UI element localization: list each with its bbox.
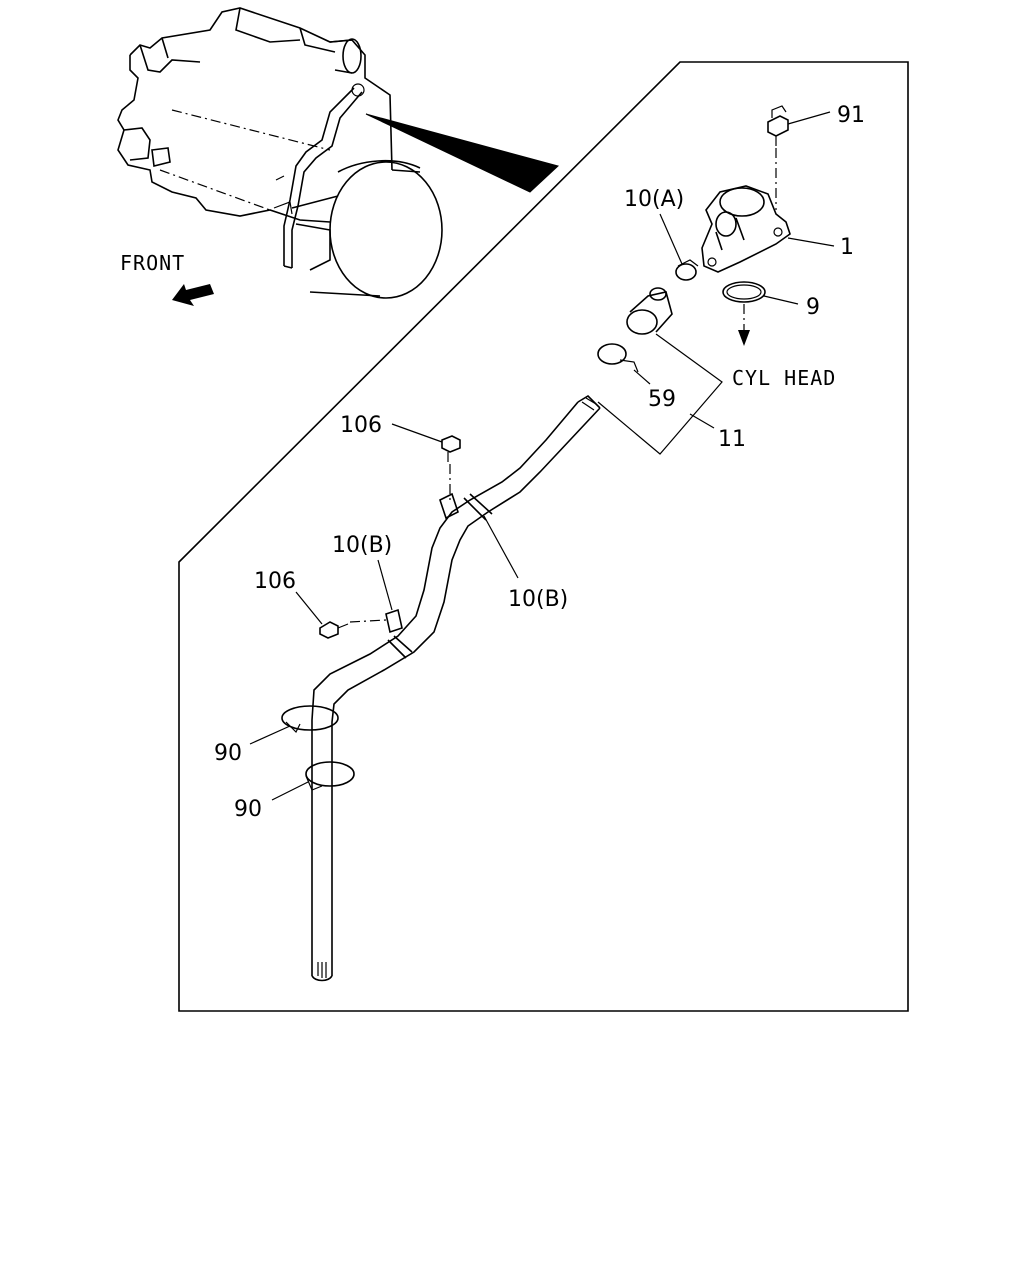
clamp-59 <box>597 343 651 385</box>
cyl-head-label: CYL HEAD <box>732 366 836 390</box>
part-label-59: 59 <box>648 387 676 412</box>
clip-90-bottom <box>271 761 355 801</box>
part-label-9: 9 <box>806 295 820 320</box>
part-label-90-top: 90 <box>214 741 242 766</box>
bolt-91 <box>767 105 831 210</box>
clip-90-top <box>249 705 339 745</box>
gasket-9 <box>722 281 799 346</box>
leader-10b-right <box>483 515 519 579</box>
pipe-bracket-top <box>439 492 459 520</box>
bolt-106-left <box>295 591 387 639</box>
bracket-11 <box>597 333 723 455</box>
part-label-10b-left: 10(B) <box>332 533 392 558</box>
part-label-10a: 10(A) <box>624 187 684 212</box>
hose-connector <box>626 287 673 335</box>
leader-10b-left <box>377 559 393 611</box>
thermostat-housing-1 <box>701 185 835 273</box>
part-label-90-bottom: 90 <box>234 797 262 822</box>
part-label-11: 11 <box>718 427 746 452</box>
engine-overview <box>117 7 560 299</box>
front-arrow-icon <box>172 284 214 306</box>
part-label-10b-right: 10(B) <box>508 587 568 612</box>
water-pipe <box>311 394 601 982</box>
front-label: FRONT <box>120 251 185 275</box>
pipe-bracket-left <box>385 608 403 634</box>
part-label-106-left: 106 <box>254 569 296 594</box>
part-label-1: 1 <box>840 235 854 260</box>
clamp-10a <box>659 213 699 281</box>
detail-frame <box>178 61 909 1012</box>
part-label-106-top: 106 <box>340 413 382 438</box>
part-label-91: 91 <box>837 103 865 128</box>
bolt-106-top <box>391 423 461 500</box>
